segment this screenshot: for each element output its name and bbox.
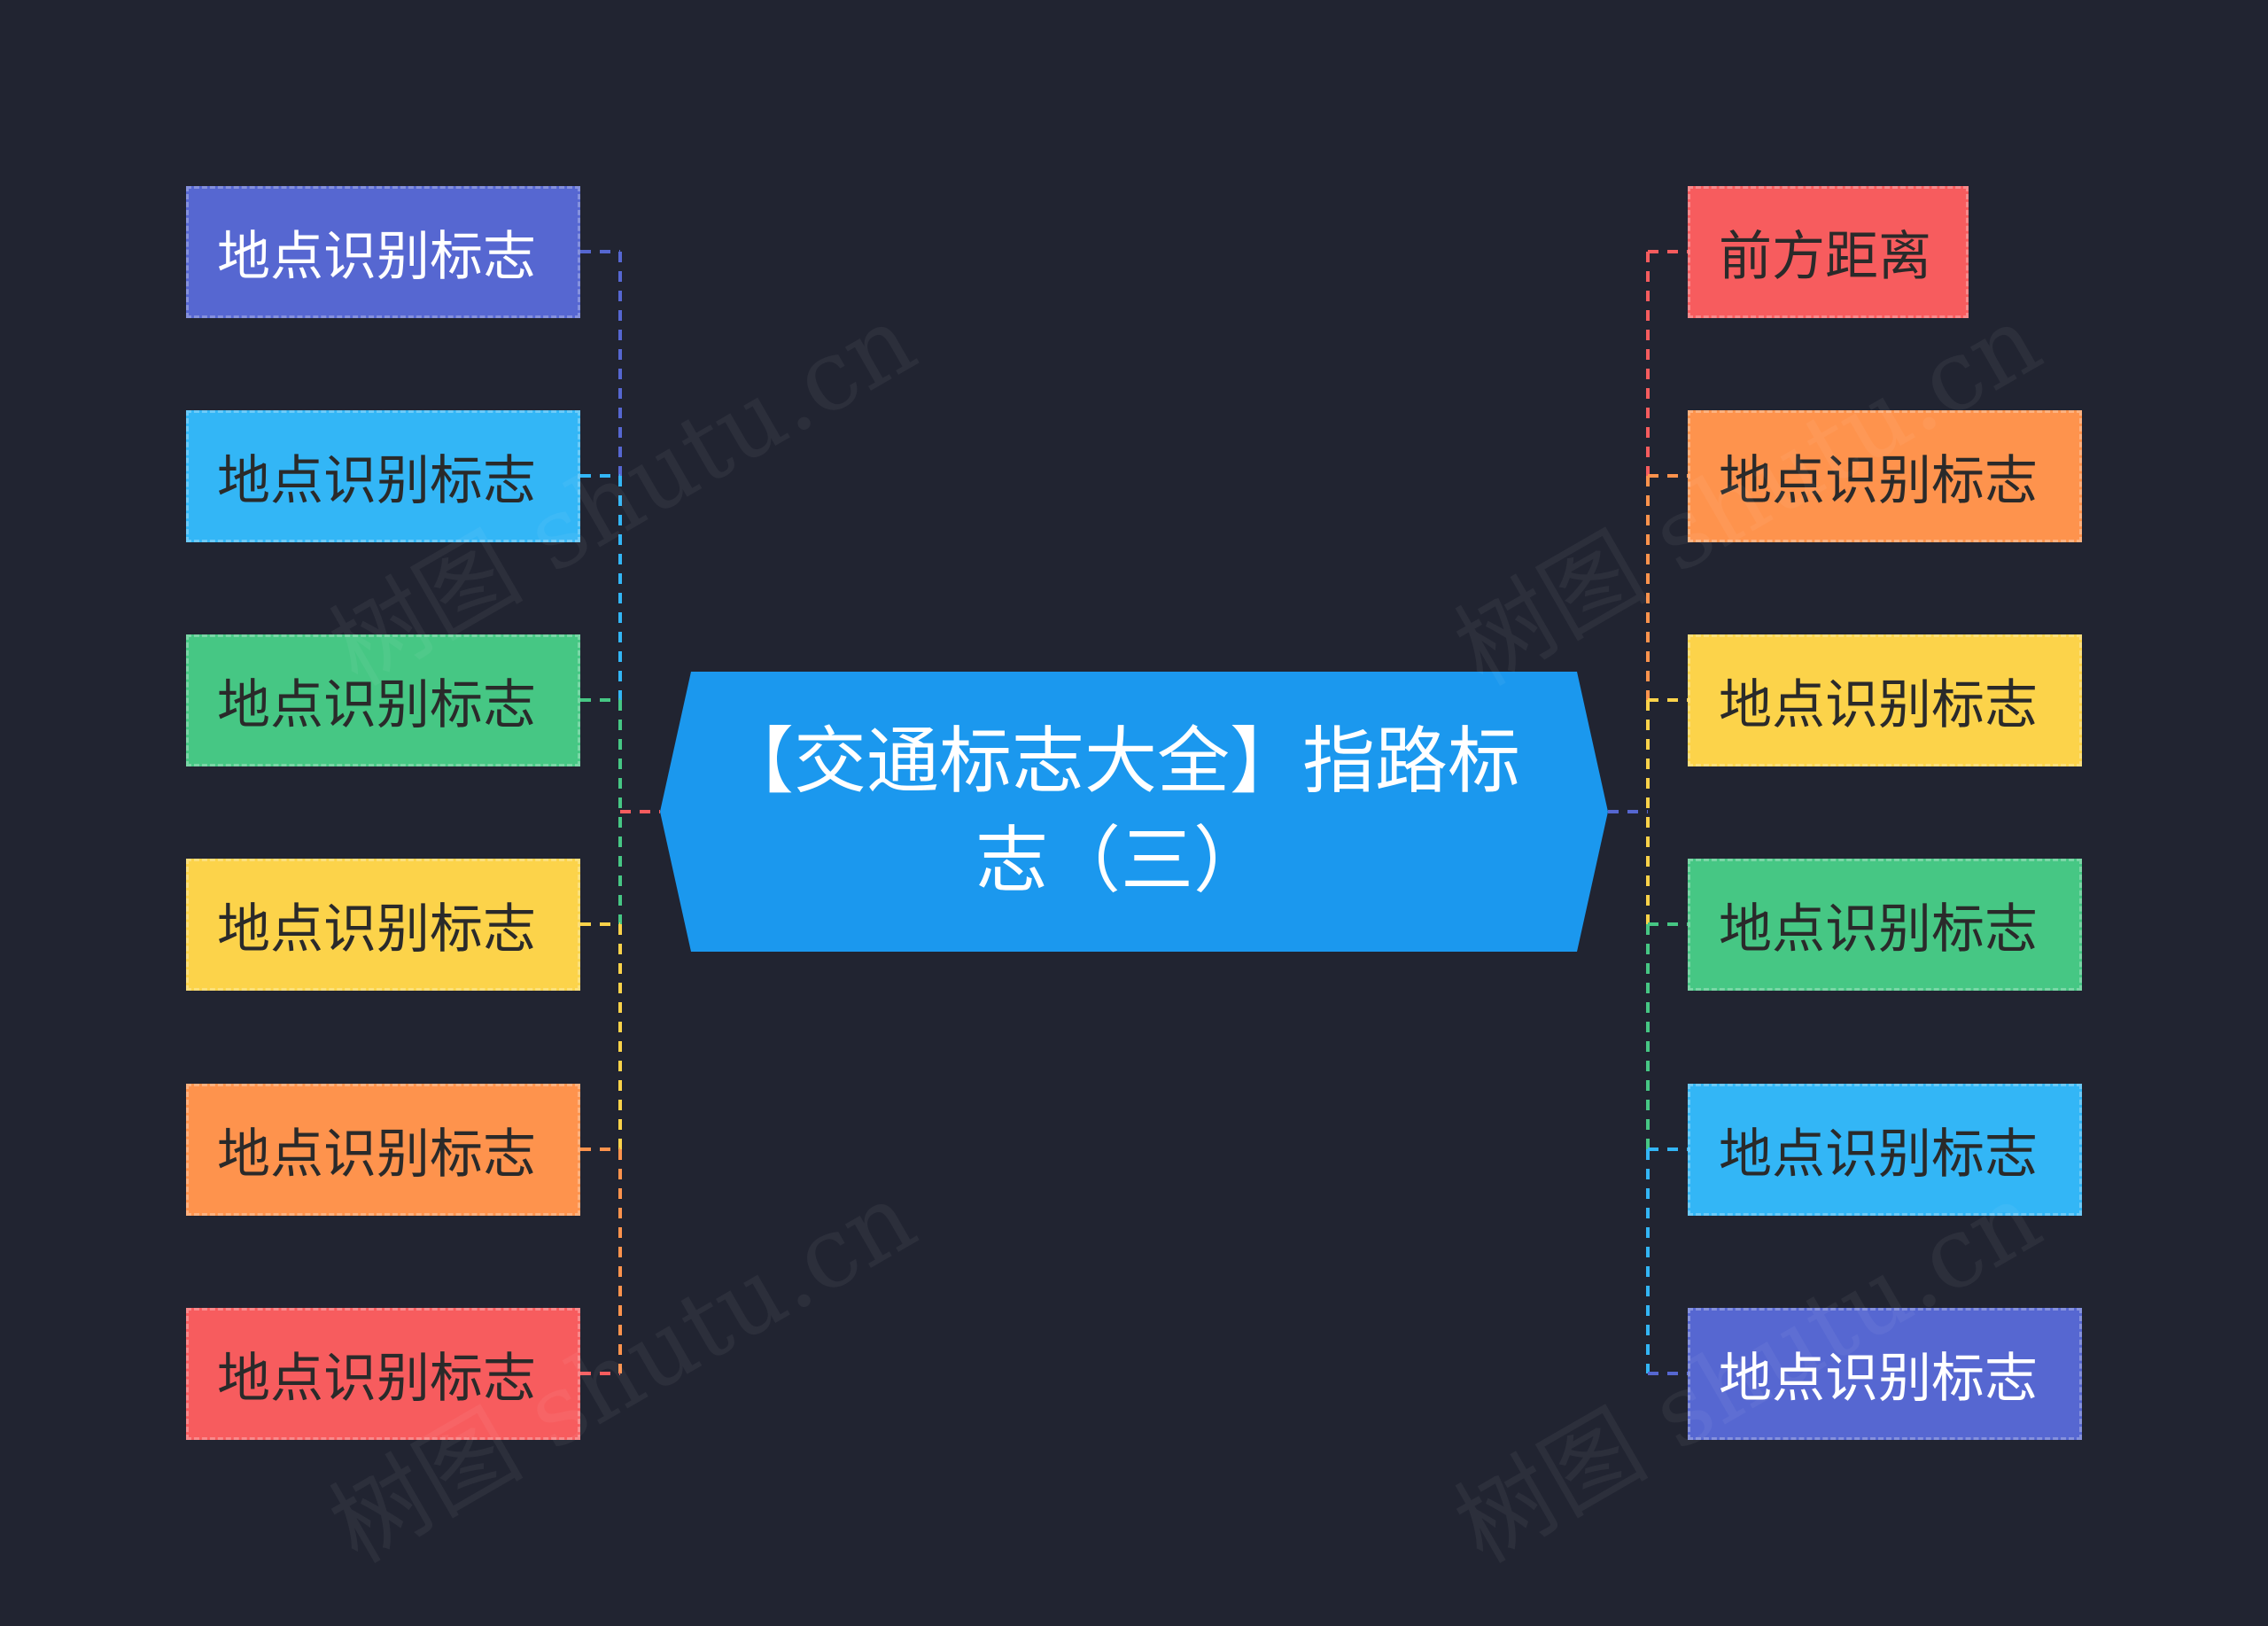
left-node-2[interactable]: 地点识别标志 [186,409,580,542]
right-node-label: 前方距离 [1719,225,1931,288]
left-node-label: 地点识别标志 [217,673,536,736]
left-node-label: 地点识别标志 [217,1123,536,1186]
right-node-1[interactable]: 前方距离 [1688,185,1969,318]
root-title-line2: 志（三） [975,819,1266,903]
right-node-label: 地点识别标志 [1719,898,2038,961]
right-node-label: 地点识别标志 [1719,673,2038,736]
right-node-label: 地点识别标志 [1719,1347,2038,1410]
left-node-label: 地点识别标志 [217,225,536,288]
left-node-label: 地点识别标志 [217,449,536,512]
left-node-3[interactable]: 地点识别标志 [186,634,580,766]
left-node-4[interactable]: 地点识别标志 [186,858,580,991]
right-node-6[interactable]: 地点识别标志 [1688,1307,2082,1440]
left-node-1[interactable]: 地点识别标志 [186,185,580,318]
left-node-6[interactable]: 地点识别标志 [186,1307,580,1440]
root-node[interactable]: 【交通标志大全】指路标 志（三） [673,672,1568,952]
right-node-3[interactable]: 地点识别标志 [1688,634,2082,766]
left-node-5[interactable]: 地点识别标志 [186,1083,580,1216]
left-node-label: 地点识别标志 [217,1347,536,1410]
left-node-label: 地点识别标志 [217,898,536,961]
right-node-5[interactable]: 地点识别标志 [1688,1083,2082,1216]
right-node-label: 地点识别标志 [1719,1123,2038,1186]
right-node-label: 地点识别标志 [1719,449,2038,512]
root-title-line1: 【交通标志大全】指路标 [720,720,1520,804]
right-node-4[interactable]: 地点识别标志 [1688,858,2082,991]
right-node-2[interactable]: 地点识别标志 [1688,409,2082,542]
